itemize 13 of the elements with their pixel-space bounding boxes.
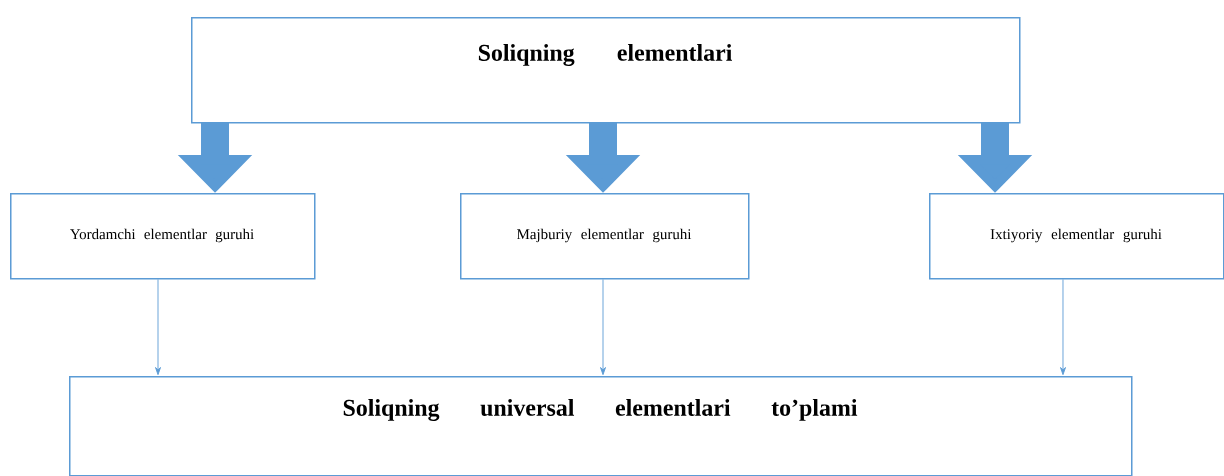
box xyxy=(191,17,1021,124)
box-label: Yordamchi elementlar guruhi xyxy=(70,228,254,243)
box-label: Soliqning universal elementlari to’plami xyxy=(343,399,858,421)
box xyxy=(69,376,1133,476)
arrow xyxy=(1060,279,1066,376)
box-label: Ixtiyoriy elementlar guruhi xyxy=(990,228,1162,243)
box xyxy=(929,193,1224,280)
box-label: Soliqning elementlari xyxy=(478,44,732,66)
arrow xyxy=(600,279,606,376)
box-label: Majburiy elementlar guruhi xyxy=(517,228,692,243)
arrow xyxy=(155,279,161,376)
box xyxy=(460,193,750,280)
box xyxy=(10,193,316,280)
